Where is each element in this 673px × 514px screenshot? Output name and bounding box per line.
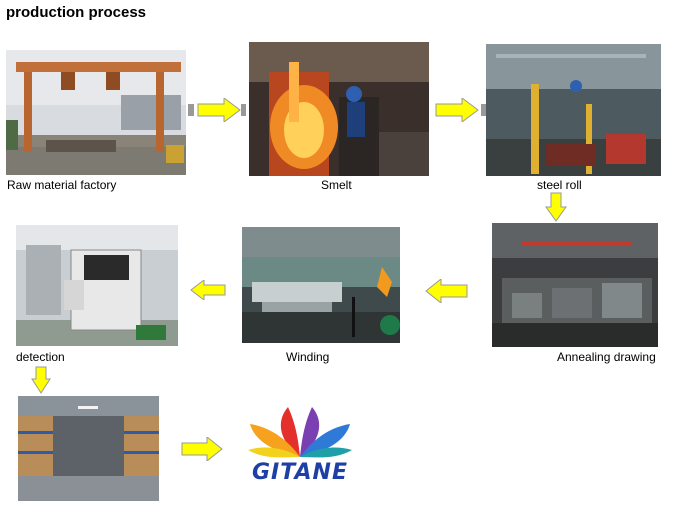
warehouse-photo [18, 396, 159, 501]
arrow-down-1 [545, 192, 567, 222]
steel-roll-photo [486, 44, 661, 176]
smelt-photo [249, 42, 429, 176]
step-label-annealing-drawing: Annealing drawing [557, 350, 656, 364]
arrow-right-2 [435, 98, 486, 122]
gitane-logo: GITANE [240, 402, 360, 497]
arrow-left-2 [190, 280, 226, 300]
step-label-raw-material-factory: Raw material factory [7, 178, 117, 192]
arrow-right-3 [181, 437, 223, 461]
raw-material-factory-photo [6, 50, 186, 175]
detection-photo [16, 225, 178, 346]
step-label-steel-roll: steel roll [537, 178, 582, 192]
arrow-right-1 [188, 98, 246, 122]
step-label-smelt: Smelt [321, 178, 352, 192]
winding-photo [242, 227, 400, 343]
step-label-detection: detection [16, 350, 65, 364]
arrow-down-2 [31, 366, 51, 394]
arrow-left-1 [425, 279, 468, 303]
page-title: production process [6, 4, 147, 21]
logo-wordmark: GITANE [251, 460, 348, 485]
annealing-drawing-photo [492, 223, 658, 347]
step-label-winding: Winding [286, 350, 330, 364]
flower-logo-icon [248, 407, 352, 458]
